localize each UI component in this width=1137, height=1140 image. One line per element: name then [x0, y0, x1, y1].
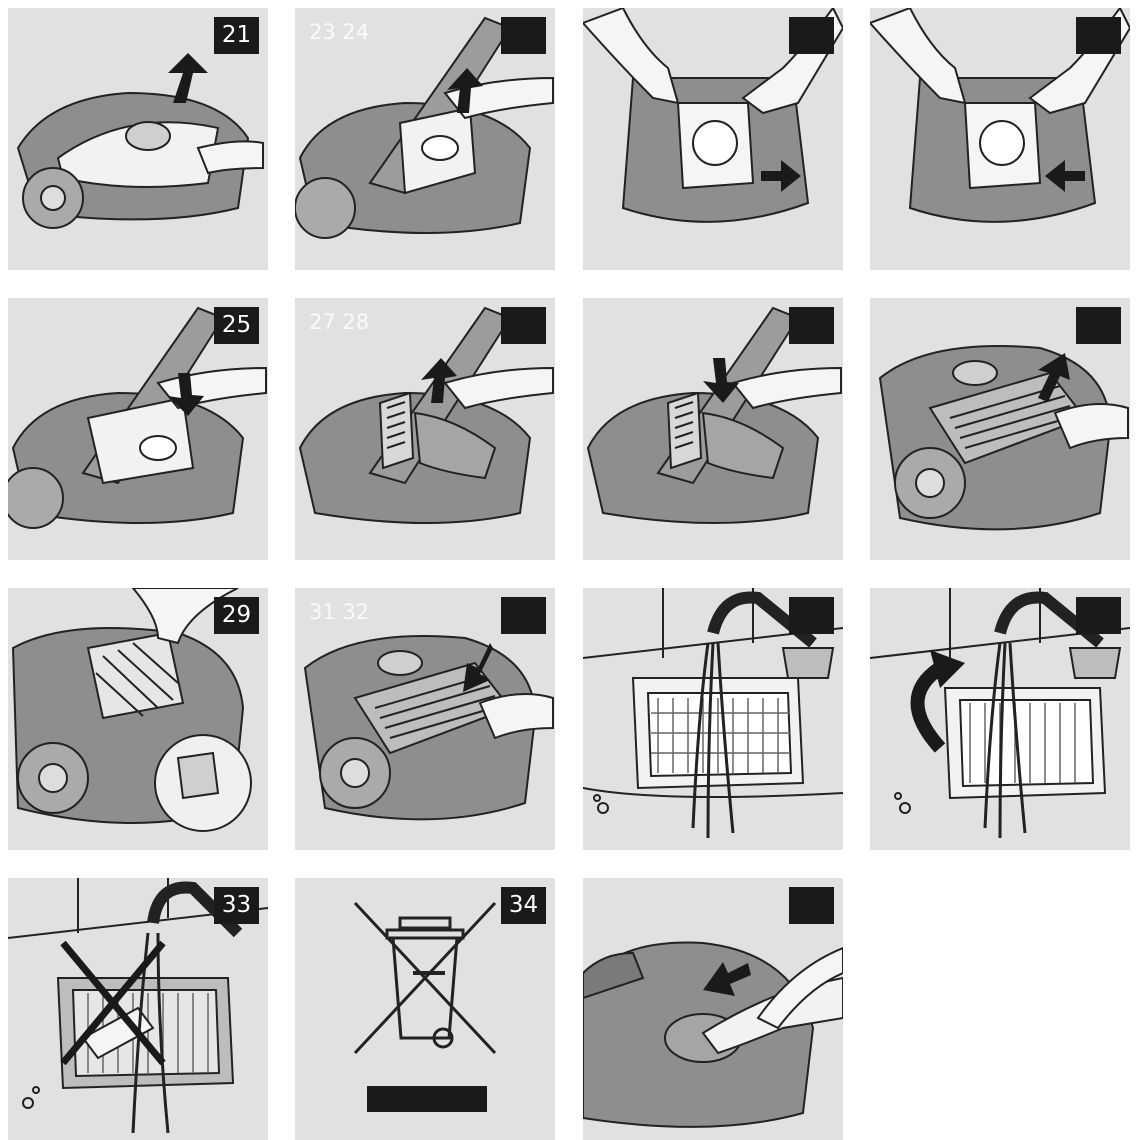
step-numbers-label: 31 32 — [309, 600, 369, 624]
panel-step-31 — [583, 588, 843, 850]
panel-step-35 — [583, 878, 843, 1140]
rotate-arrow-icon — [918, 668, 941, 748]
step-numbers-label: 23 24 — [309, 20, 369, 44]
crossed-out-icon — [355, 903, 495, 1053]
step-number-badge — [501, 17, 546, 54]
panel-step-27 — [583, 298, 843, 560]
panel-step-29: 29 — [8, 588, 268, 850]
step-number-badge — [501, 597, 546, 634]
step-number-badge: 33 — [214, 887, 259, 924]
bin-symbol-bar — [367, 1086, 487, 1112]
step-number-badge — [501, 307, 546, 344]
panel-step-34: 34 — [295, 878, 555, 1140]
panel-step-23 — [583, 8, 843, 270]
panel-step-32 — [870, 588, 1130, 850]
step-number-badge — [789, 17, 834, 54]
step-number-badge — [1076, 17, 1121, 54]
arrow-up-icon — [168, 53, 208, 103]
panel-step-25: 25 — [8, 298, 268, 560]
step-number-badge: 21 — [214, 17, 259, 54]
step-number-badge — [789, 887, 834, 924]
panel-step-26: 27 28 — [295, 298, 555, 560]
step-number-badge: 29 — [214, 597, 259, 634]
step-number-badge — [789, 307, 834, 344]
panel-step-30: 31 32 — [295, 588, 555, 850]
panel-step-33: 33 — [8, 878, 268, 1140]
panel-step-22: 23 24 — [295, 8, 555, 270]
step-number-badge: 25 — [214, 307, 259, 344]
panel-step-24 — [870, 8, 1130, 270]
step-number-badge — [789, 597, 834, 634]
panel-step-28 — [870, 298, 1130, 560]
step-number-badge — [1076, 307, 1121, 344]
panel-step-21: 21 — [8, 8, 268, 270]
step-numbers-label: 27 28 — [309, 310, 369, 334]
step-number-badge: 34 — [501, 887, 546, 924]
step-number-badge — [1076, 597, 1121, 634]
